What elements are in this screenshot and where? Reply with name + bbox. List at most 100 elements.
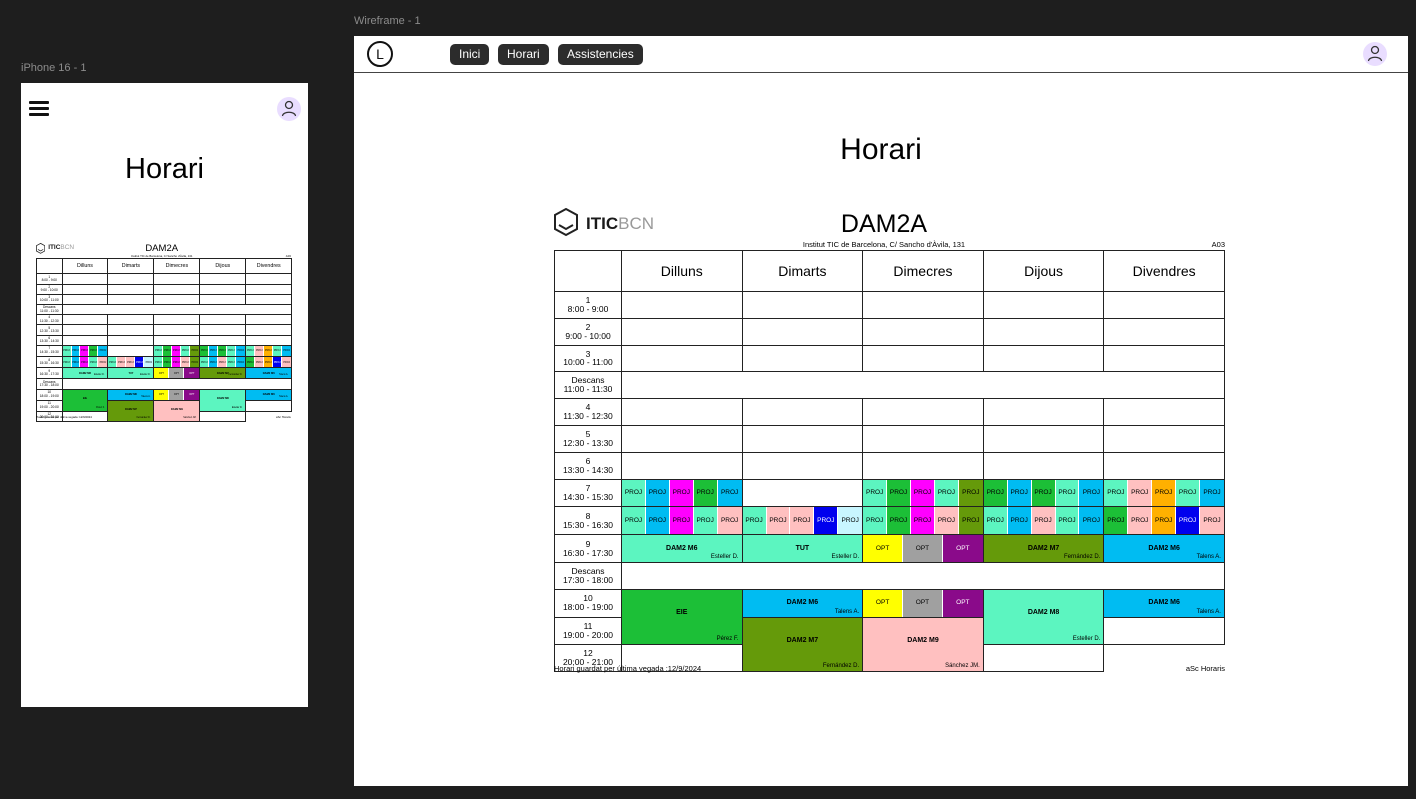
sub-group: PROJ <box>63 357 72 367</box>
nav-horari-button[interactable]: Horari <box>498 44 549 65</box>
sub-group: PROJ <box>1031 507 1056 534</box>
slot-time: 20:00 - 21:00 <box>562 657 614 667</box>
group-label: OPT <box>956 599 970 607</box>
slot-number: 7 <box>585 483 591 494</box>
slot-time: 11:00 - 11:30 <box>40 308 59 313</box>
slot-time: 11:30 - 12:30 <box>39 318 59 323</box>
sub-group: OPT <box>863 590 904 617</box>
empty-cell <box>245 334 293 346</box>
sub-group: OPT <box>863 535 904 562</box>
slot-number: Descans <box>42 305 56 310</box>
slot-number: Descans <box>42 379 56 384</box>
sub-group: PROJ <box>209 346 219 356</box>
empty-cell <box>741 451 864 480</box>
slot-time: 9:00 - 10:00 <box>40 288 58 293</box>
group-label: OPT <box>189 371 195 375</box>
slot-number: 10 <box>583 593 593 604</box>
nav-inici-button[interactable]: Inici <box>450 44 490 65</box>
slot-number: 2 <box>585 321 591 332</box>
user-avatar-icon[interactable] <box>277 97 301 121</box>
group-label: PROJ <box>201 349 208 353</box>
slot-number: 12 <box>583 648 593 659</box>
sub-group: PROJ <box>693 507 718 534</box>
sub-group: PROJ <box>264 357 274 367</box>
table-corner <box>36 257 63 275</box>
empty-cell <box>245 324 293 336</box>
sub-group: PROJ <box>717 507 742 534</box>
empty-cell <box>245 399 293 412</box>
group-label: PROJ <box>283 349 290 353</box>
teacher-name: Fernández D. <box>136 417 151 420</box>
sub-group: PROJ <box>172 346 182 356</box>
teacher-name: Esteller D. <box>231 406 243 409</box>
slot-time: 15:30 - 16:30 <box>562 519 614 530</box>
group-label: PROJ <box>210 360 217 364</box>
class-name: EIE <box>676 609 688 617</box>
slot-number: 1 <box>585 294 591 305</box>
teacher-name: Fernández D. <box>822 663 860 670</box>
group-label: PROJ <box>720 516 739 524</box>
slot-number: 10 <box>47 390 52 395</box>
group-label: PROJ <box>1155 516 1173 524</box>
group-label: PROJ <box>937 488 956 496</box>
room-label: A03 <box>285 253 291 258</box>
sub-group: PROJ <box>89 346 99 356</box>
sub-group: PROJ <box>200 346 210 356</box>
slot-time: 19:00 - 20:00 <box>562 629 614 640</box>
nav-assistencies-button[interactable]: Assistencies <box>558 44 643 65</box>
sub-group: PROJ <box>200 357 210 367</box>
group-label: PROJ <box>109 360 116 364</box>
group-label: PROJ <box>145 360 153 364</box>
sub-group: PROJ <box>126 357 136 367</box>
group-label: PROJ <box>1034 516 1052 524</box>
group-label: PROJ <box>986 516 1004 524</box>
group-label: PROJ <box>227 349 235 353</box>
group-label: PROJ <box>63 349 70 353</box>
teacher-name: Esteller D. <box>1072 635 1101 642</box>
group-label: OPT <box>158 393 164 397</box>
day-header-divendres: Divendres <box>1103 250 1225 292</box>
sub-group: PROJ <box>934 480 959 506</box>
day-header-dimecres: Dimecres <box>862 250 984 292</box>
group-label: PROJ <box>1131 488 1149 496</box>
group-label: PROJ <box>264 360 272 364</box>
class-name: DAM2 M7 <box>124 408 137 412</box>
table-corner <box>554 250 622 292</box>
group-label: PROJ <box>1034 488 1052 496</box>
sub-group: PROJ <box>1128 507 1153 534</box>
sub-group: PROJ <box>1007 480 1032 506</box>
logo-icon[interactable]: L <box>367 41 393 67</box>
teacher-name: Esteller D. <box>831 553 860 560</box>
menu-icon[interactable] <box>29 101 49 116</box>
slot-number: 9 <box>585 538 591 549</box>
empty-cell <box>61 273 109 285</box>
slot-time: 16:30 - 17:30 <box>562 547 614 558</box>
class-name: DAM2 M6 <box>262 393 275 397</box>
user-avatar-icon[interactable] <box>1363 42 1387 66</box>
empty-cell <box>199 273 247 285</box>
